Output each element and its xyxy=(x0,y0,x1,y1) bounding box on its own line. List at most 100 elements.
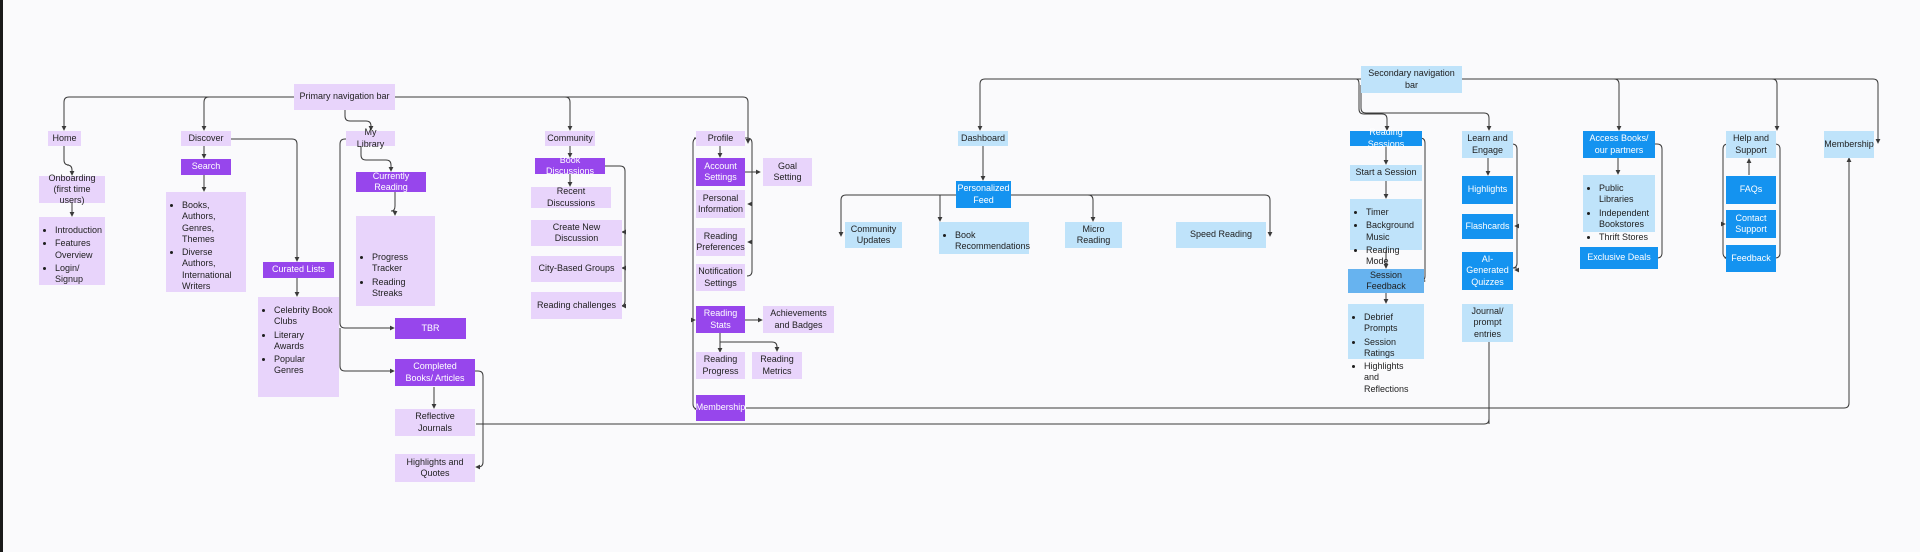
node-onboarding[interactable]: Onboarding (first time users) xyxy=(39,173,105,205)
node-personalized-feed[interactable]: Personalized Feed xyxy=(956,181,1011,208)
list-item: Independent Bookstores xyxy=(1599,208,1649,231)
node-reflective-journals[interactable]: Reflective Journals xyxy=(395,409,475,436)
curated-list: Celebrity Book Clubs Literary Awards Pop… xyxy=(258,297,339,397)
wire-help-side xyxy=(1774,143,1781,259)
node-micro-reading[interactable]: Micro Reading xyxy=(1065,222,1122,248)
node-learn-engage[interactable]: Learn and Engage xyxy=(1462,131,1513,158)
wire-secondary-learn xyxy=(1360,85,1492,131)
node-reading-metrics[interactable]: Reading Metrics xyxy=(752,352,802,379)
node-profile[interactable]: Profile xyxy=(696,131,745,146)
node-reading-sessions[interactable]: Reading Sessions xyxy=(1350,127,1422,149)
node-journal-prompts[interactable]: Journal/ prompt entries xyxy=(1462,304,1513,342)
node-help-support[interactable]: Help and Support xyxy=(1726,131,1776,158)
node-create-new-discussion[interactable]: Create New Discussion xyxy=(531,220,622,246)
node-membership-primary[interactable]: Membership xyxy=(696,395,745,421)
wire-access-deals xyxy=(1653,143,1663,261)
list-item: Celebrity Book Clubs xyxy=(274,305,333,328)
wire-journals-membership xyxy=(476,340,1490,425)
node-reading-progress[interactable]: Reading Progress xyxy=(696,352,745,379)
wire-discover-curated xyxy=(228,138,300,262)
wire-primary-mylibrary xyxy=(344,110,374,131)
session-feedback-list: Debrief Prompts Session Ratings Highligh… xyxy=(1348,304,1424,394)
list-item: Public Libraries xyxy=(1599,183,1649,206)
node-faqs[interactable]: FAQs xyxy=(1726,176,1776,204)
left-edge-bar xyxy=(0,0,3,552)
wire-primary-community xyxy=(395,96,573,131)
node-recent-discussions[interactable]: Recent Discussions xyxy=(531,186,611,208)
node-personal-information[interactable]: Personal Information xyxy=(696,190,745,218)
currently-reading-list: Progress Tracker Reading Streaks xyxy=(356,216,435,306)
node-highlights[interactable]: Highlights xyxy=(1462,176,1513,204)
node-my-library[interactable]: My Library xyxy=(346,127,395,149)
list-item: Diverse Authors, International Writers xyxy=(182,247,240,292)
list-item: Highlights and Reflections xyxy=(1364,361,1418,395)
node-curated-lists[interactable]: Curated Lists xyxy=(263,262,334,278)
wire-secondary-sessions xyxy=(1355,78,1390,131)
node-speed-reading[interactable]: Speed Reading xyxy=(1176,222,1266,248)
list-item: Books, Authors, Genres, Themes xyxy=(182,200,240,245)
node-reading-challenges[interactable]: Reading challenges xyxy=(531,292,622,319)
node-currently-reading[interactable]: Currently Reading xyxy=(356,171,426,192)
node-session-feedback[interactable]: Session Feedback xyxy=(1348,269,1424,293)
search-list: Books, Authors, Genres, Themes Diverse A… xyxy=(166,192,246,292)
wire-home-onboarding xyxy=(63,146,75,176)
node-access-books[interactable]: Access Books/ our partners xyxy=(1583,131,1655,158)
node-discover[interactable]: Discover xyxy=(181,131,231,146)
node-account-settings[interactable]: Account Settings xyxy=(696,158,745,186)
wire-feed-speed xyxy=(1011,194,1273,237)
list-item: Thrift Stores xyxy=(1599,232,1649,243)
list-item: Introduction xyxy=(55,225,102,236)
node-membership-secondary[interactable]: Membership xyxy=(1824,131,1874,158)
list-item: Progress Tracker xyxy=(372,252,429,275)
list-item: Reading Mode xyxy=(1366,245,1416,268)
node-highlights-quotes[interactable]: Highlights and Quotes xyxy=(395,454,475,482)
node-dashboard[interactable]: Dashboard xyxy=(958,131,1008,146)
node-book-discussions[interactable]: Book Discussions xyxy=(535,155,605,176)
node-completed-books[interactable]: Completed Books/ Articles xyxy=(395,359,475,386)
node-community[interactable]: Community xyxy=(545,131,595,146)
wire-library-currently xyxy=(360,146,394,172)
node-tbr[interactable]: TBR xyxy=(395,318,466,339)
wire-library-completed xyxy=(339,328,395,374)
node-start-session[interactable]: Start a Session xyxy=(1350,165,1422,181)
wire-secondary-dashboard xyxy=(977,78,1361,131)
node-feedback[interactable]: Feedback xyxy=(1726,245,1776,272)
list-item: Background Music xyxy=(1366,220,1416,243)
node-city-based-groups[interactable]: City-Based Groups xyxy=(531,256,622,282)
node-community-updates[interactable]: Community Updates xyxy=(845,222,902,248)
list-item: Session Ratings xyxy=(1364,337,1418,360)
list-item: Timer xyxy=(1366,207,1416,218)
wire-currently-list xyxy=(390,192,398,216)
wire-primary-home xyxy=(61,96,294,131)
access-books-list: Public Libraries Independent Bookstores … xyxy=(1583,175,1655,242)
node-achievements-badges[interactable]: Achievements and Badges xyxy=(763,306,834,333)
node-flashcards[interactable]: Flashcards xyxy=(1462,214,1513,239)
wire-learn-children xyxy=(1511,143,1518,269)
wire-membership-long xyxy=(746,157,1852,409)
wire-secondary-membership xyxy=(1462,78,1881,144)
wire-secondary-access xyxy=(1462,78,1622,131)
list-item: Literary Awards xyxy=(274,330,333,353)
node-contact-support[interactable]: Contact Support xyxy=(1726,210,1776,238)
node-home[interactable]: Home xyxy=(48,131,81,146)
node-reading-stats[interactable]: Reading Stats xyxy=(696,306,745,333)
node-exclusive-deals[interactable]: Exclusive Deals xyxy=(1580,247,1658,269)
node-notification-settings[interactable]: Notification Settings xyxy=(696,264,745,291)
primary-navigation-bar[interactable]: Primary navigation bar xyxy=(294,84,395,110)
list-item: Reading Streaks xyxy=(372,277,429,300)
onboarding-list: Introduction Features Overview Login/ Si… xyxy=(39,217,105,285)
book-recommendations-list: Book Recommendations xyxy=(939,222,1030,254)
wire-profile-children xyxy=(745,137,753,277)
list-item: Debrief Prompts xyxy=(1364,312,1418,335)
node-reading-preferences[interactable]: Reading Preferences xyxy=(696,228,745,256)
node-search[interactable]: Search xyxy=(181,159,231,175)
wire-completed-highlights xyxy=(474,370,484,470)
list-item: Book Recommendations xyxy=(955,230,1030,253)
node-goal-setting[interactable]: Goal Setting xyxy=(763,158,812,186)
wire-feed-children xyxy=(838,194,956,237)
wire-primary-profile xyxy=(395,96,751,144)
list-item: Popular Genres xyxy=(274,354,333,377)
secondary-navigation-bar[interactable]: Secondary navigation bar xyxy=(1361,66,1462,93)
node-ai-quizzes[interactable]: AI-Generated Quizzes xyxy=(1462,252,1513,290)
